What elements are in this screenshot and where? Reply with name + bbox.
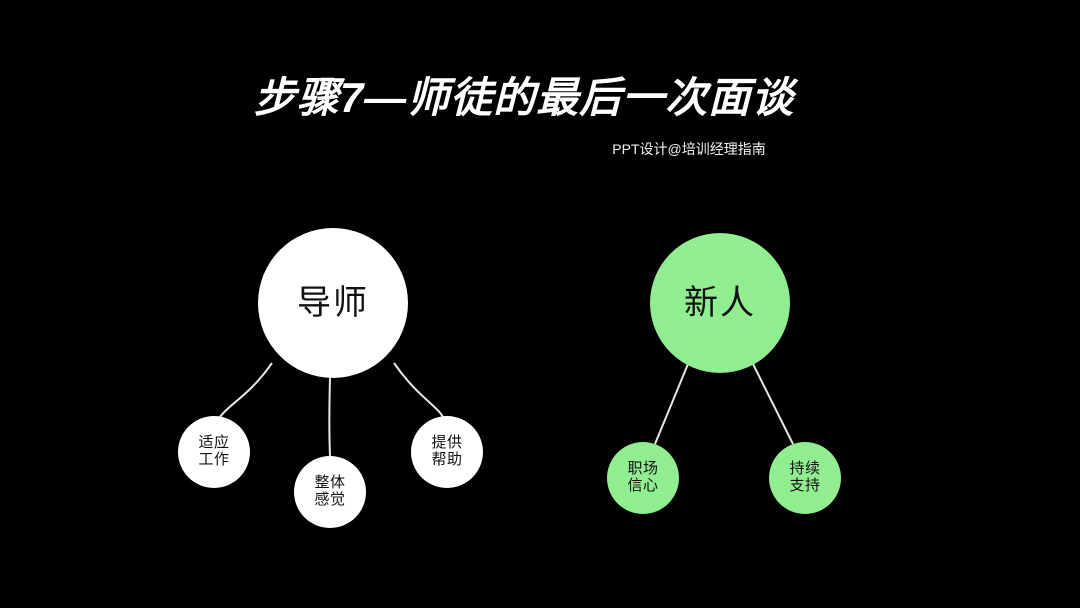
node-label: 职场 信心 (627, 460, 659, 494)
node-label: 导师 (297, 283, 369, 322)
node-label: 提供 帮助 (431, 434, 463, 468)
edge-mentor-to-tigong (393, 362, 444, 418)
edge-newcomer-to-chixu (752, 363, 794, 445)
node-label: 新人 (684, 283, 756, 322)
page-subtitle: PPT设计@培训经理指南 (612, 141, 766, 157)
node-root-newcomer[interactable]: 新人 (650, 233, 790, 373)
node-label: 持续 支持 (789, 460, 821, 494)
node-label: 适应 工作 (198, 434, 230, 468)
edge-mentor-to-shiying (219, 362, 273, 418)
edge-newcomer-to-zhichang (654, 363, 689, 445)
page-title: 步骤7—师徒的最后一次面谈 (253, 74, 795, 121)
node-leaf-continuous-support[interactable]: 持续 支持 (769, 442, 841, 514)
node-leaf-provide-help[interactable]: 提供 帮助 (411, 416, 483, 488)
node-leaf-workplace-confidence[interactable]: 职场 信心 (607, 442, 679, 514)
node-leaf-adapt-work[interactable]: 适应 工作 (178, 416, 250, 488)
node-label: 整体 感觉 (314, 474, 346, 508)
node-leaf-overall-feeling[interactable]: 整体 感觉 (294, 456, 366, 528)
edge-mentor-to-zhengti (328, 377, 331, 457)
node-root-mentor[interactable]: 导师 (258, 228, 408, 378)
